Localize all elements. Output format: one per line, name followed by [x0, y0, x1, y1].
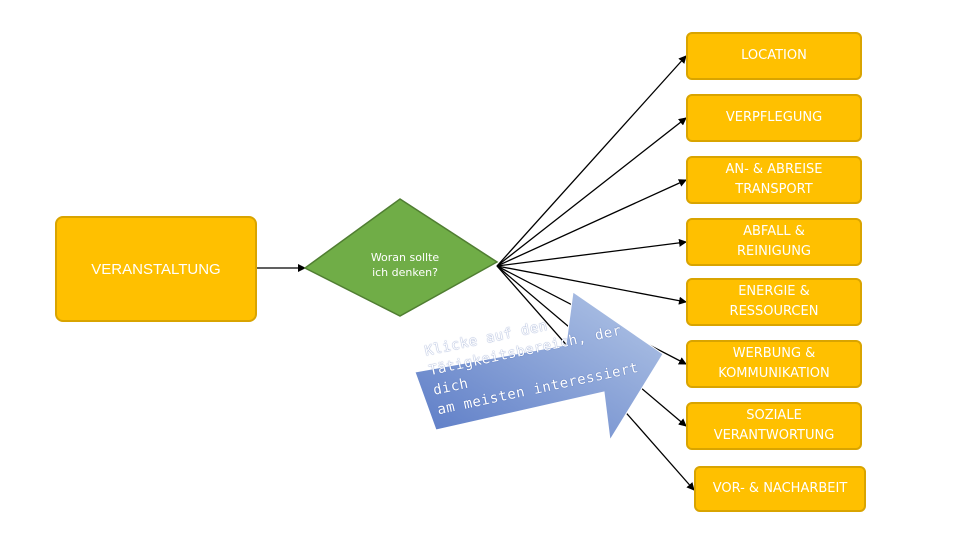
source-box-veranstaltung: VERANSTALTUNG: [55, 216, 257, 322]
target-label: ENERGIE & RESSOURCEN: [729, 284, 819, 319]
target-verpflegung-button[interactable]: VERPFLEGUNG: [686, 94, 862, 142]
target-label: SOZIALE VERANTWORTUNG: [713, 408, 835, 443]
target-abfall-button[interactable]: ABFALL & REINIGUNG: [686, 218, 862, 266]
connector-transport: [496, 179, 687, 267]
connector-abfall: [496, 238, 687, 267]
connector-verpflegung: [496, 117, 687, 267]
target-location-button[interactable]: LOCATION: [686, 32, 862, 80]
target-label: VOR- & NACHARBEIT: [712, 481, 848, 496]
target-label: WERBUNG & KOMMUNIKATION: [718, 346, 830, 381]
target-transport-button[interactable]: AN- & ABREISE TRANSPORT: [686, 156, 862, 204]
target-label: AN- & ABREISE TRANSPORT: [725, 162, 823, 197]
connector-location: [496, 55, 687, 267]
source-label: VERANSTALTUNG: [91, 260, 221, 278]
decision-diamond: [303, 198, 499, 317]
decision-label: Woran sollte ich denken?: [370, 251, 440, 279]
target-werbung-button[interactable]: WERBUNG & KOMMUNIKATION: [686, 340, 862, 388]
connector-energie: [496, 265, 687, 305]
target-label: ABFALL & REINIGUNG: [736, 224, 812, 259]
target-label: LOCATION: [741, 48, 807, 63]
hint-arrow-shape: [414, 291, 664, 442]
target-energie-button[interactable]: ENERGIE & RESSOURCEN: [686, 278, 862, 326]
target-soziale-button[interactable]: SOZIALE VERANTWORTUNG: [686, 402, 862, 450]
target-nacharbeit-button[interactable]: VOR- & NACHARBEIT: [694, 466, 866, 512]
target-label: VERPFLEGUNG: [725, 110, 823, 125]
